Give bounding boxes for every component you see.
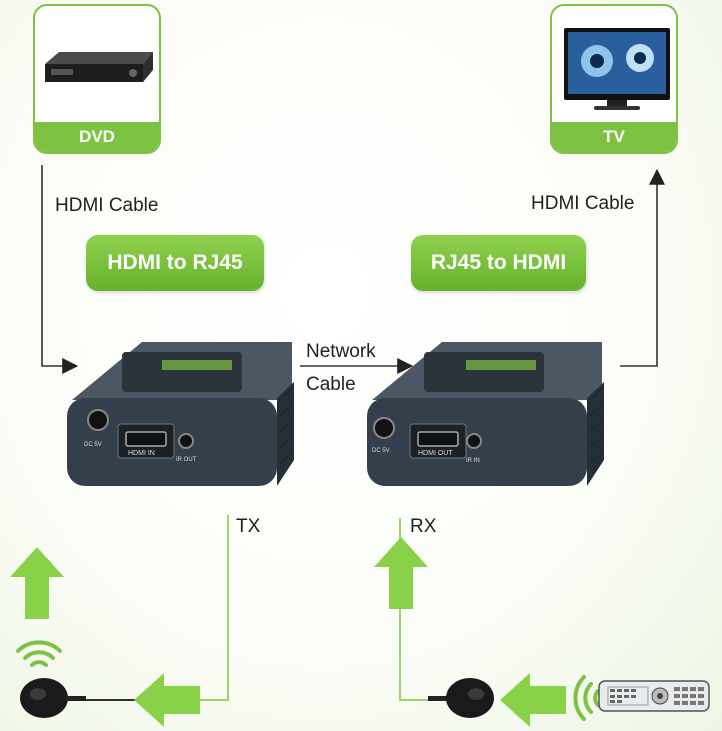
right-hdmi-cable-line (620, 168, 665, 367)
dvd-card: DVD (33, 4, 161, 154)
network-cable-label-line2: Cable (306, 374, 356, 395)
network-cable-label-line1: Network (306, 341, 376, 362)
tx-ir-out-label: IR OUT (176, 457, 197, 463)
right-hdmi-cable-label: HDMI Cable (531, 193, 635, 214)
left-hdmi-cable-line (41, 165, 79, 374)
rx-dc-label: DC 5V (372, 448, 390, 454)
tx-ir-port (178, 433, 194, 449)
rx-extender-device: DC 5V HDMI OUT IR IN (367, 342, 604, 486)
tx-hdmi-port (125, 431, 167, 447)
ir-emitter-icon (20, 678, 86, 718)
wireless-signal-side-icon (573, 675, 600, 721)
tx-dc-label: DC 5V (84, 442, 102, 448)
rx-label: RX (410, 516, 437, 537)
ir-receiver-icon (428, 678, 494, 718)
remote-control-icon (598, 680, 710, 712)
tx-label: TX (236, 516, 261, 537)
rx-hdmi-out-label: HDMI OUT (418, 450, 453, 457)
rx-ir-in-label: IR IN (466, 458, 480, 464)
ir-up-arrow-left-icon (10, 547, 64, 619)
tv-label: TV (552, 122, 676, 152)
dvd-player-icon (45, 52, 153, 82)
rx-title-badge: RJ45 to HDMI (411, 235, 586, 291)
ir-left-arrow-tx-icon (134, 673, 200, 727)
tx-title-badge: HDMI to RJ45 (86, 235, 264, 291)
ir-up-arrow-right-icon (374, 537, 428, 609)
rx-hdmi-port (417, 431, 459, 447)
dvd-label: DVD (35, 122, 159, 152)
tv-card: TV (550, 4, 678, 154)
wireless-signal-up-icon (16, 640, 62, 667)
tx-extender-device: DC 5V HDMI IN IR OUT (67, 342, 294, 486)
tx-dc-port (87, 409, 109, 431)
tx-ir-wire (200, 515, 229, 701)
tx-hdmi-in-label: HDMI IN (128, 450, 155, 457)
rx-ir-port (466, 433, 482, 449)
tv-icon (564, 28, 670, 110)
ir-left-arrow-rx-icon (500, 673, 566, 727)
left-hdmi-cable-label: HDMI Cable (55, 195, 159, 216)
rx-dc-port (373, 417, 395, 439)
